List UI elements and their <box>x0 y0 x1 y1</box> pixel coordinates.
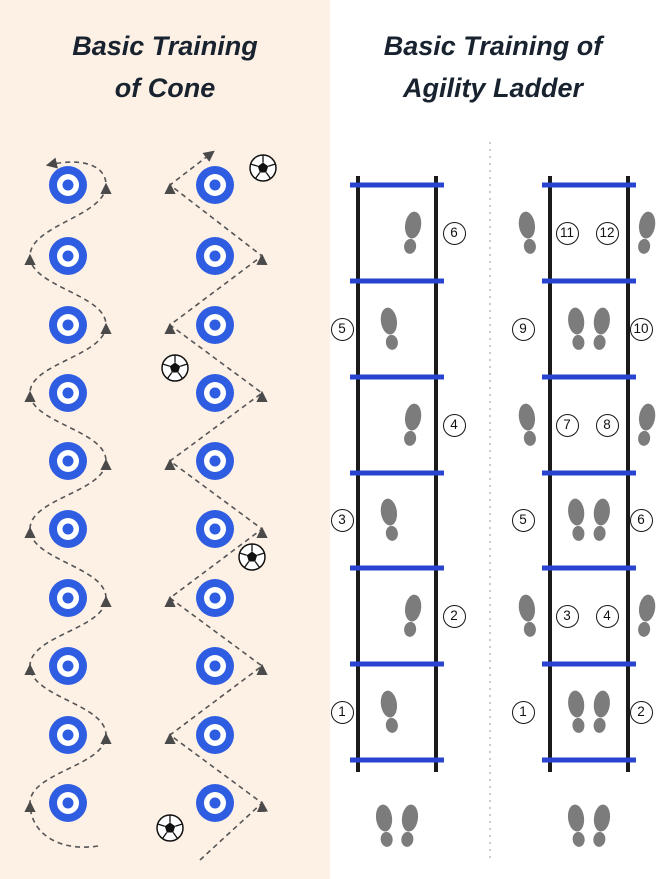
ladder2-step-2: 2 <box>629 700 653 724</box>
ladder-rungs <box>350 182 444 763</box>
cone-icon <box>49 306 87 344</box>
footprint-icon <box>379 306 401 351</box>
footprint-icon <box>590 306 612 351</box>
ladder1-step-3: 3 <box>330 508 354 532</box>
footprint-icon <box>590 689 612 734</box>
ladder1-step-2: 2 <box>442 604 466 628</box>
footprint-icon <box>379 497 401 542</box>
ladder2-step-10: 10 <box>629 317 653 341</box>
cone-icon <box>49 647 87 685</box>
cone-icon <box>196 306 234 344</box>
cone-drill-diagram <box>24 150 277 861</box>
ladder2-step-1: 1 <box>511 700 535 724</box>
ladder2-step-4: 4 <box>595 604 619 628</box>
ladder2-step-3: 3 <box>555 604 579 628</box>
ladder1-step-5: 5 <box>330 317 354 341</box>
footprint-icon <box>517 402 539 447</box>
cone-icon <box>196 647 234 685</box>
cone-icon <box>49 166 87 204</box>
ladder-training-panel: Basic Training of Agility Ladder <box>330 0 656 879</box>
cone-icon <box>49 716 87 754</box>
cone-icon <box>49 510 87 548</box>
cone-icon <box>49 579 87 617</box>
ladder2-step-12: 12 <box>595 221 619 245</box>
footprint-icon <box>401 210 423 255</box>
cone-title-line1: Basic Training <box>72 31 258 61</box>
ladder2-step-9: 9 <box>511 317 535 341</box>
cone-icon <box>49 374 87 412</box>
cone-icon <box>196 237 234 275</box>
soccer-ball-icon <box>161 354 189 382</box>
soccer-ball-icon <box>156 814 184 842</box>
footprint-icon <box>401 593 423 638</box>
cone-icon <box>196 716 234 754</box>
ladder2-step-7: 7 <box>555 413 579 437</box>
footprint-icon <box>566 689 588 734</box>
footprint-icon <box>590 497 612 542</box>
cone-icon <box>49 784 87 822</box>
cone-panel-title: Basic Training of Cone <box>0 26 330 110</box>
footprint-icon <box>566 497 588 542</box>
cone-icon <box>196 442 234 480</box>
ladder-panel-title: Basic Training of Agility Ladder <box>330 26 656 110</box>
zigzag-path <box>164 150 269 861</box>
ladder2-step-11: 11 <box>555 221 579 245</box>
ladder1-step-1: 1 <box>330 700 354 724</box>
footprint-icon <box>401 402 423 447</box>
cone-icon <box>49 237 87 275</box>
cone-training-panel: Basic Training of Cone <box>0 0 330 879</box>
footprint-icon <box>517 210 539 255</box>
footprint-icon <box>517 593 539 638</box>
ladder1-step-6: 6 <box>442 221 466 245</box>
ladder2-step-5: 5 <box>511 508 535 532</box>
cone-icon <box>196 374 234 412</box>
soccer-ball-icon <box>238 543 266 571</box>
ladder2-step-6: 6 <box>629 508 653 532</box>
ladder-title-line1: Basic Training of <box>383 31 603 61</box>
ladder-title-line2: Agility Ladder <box>402 72 584 103</box>
start-footprints <box>566 803 612 848</box>
soccer-ball-icon <box>249 154 277 182</box>
footprint-icon <box>635 402 656 447</box>
footprint-icon <box>635 210 656 255</box>
footprint-icon <box>566 306 588 351</box>
ladder1-step-4: 4 <box>442 413 466 437</box>
cone-icon <box>49 442 87 480</box>
footprint-icon <box>379 689 401 734</box>
start-footprints <box>374 803 420 848</box>
cone-icon <box>196 579 234 617</box>
cone-icon <box>196 510 234 548</box>
cone-icon <box>196 784 234 822</box>
cone-icon <box>196 166 234 204</box>
ladder2-step-8: 8 <box>595 413 619 437</box>
cone-title-line2: of Cone <box>114 72 216 103</box>
ladder-drill-diagram <box>350 142 656 862</box>
ladder-rungs <box>542 182 636 763</box>
slalom-path <box>24 157 112 848</box>
footprint-icon <box>635 593 656 638</box>
